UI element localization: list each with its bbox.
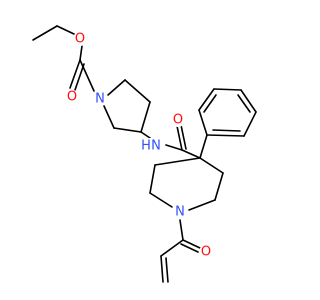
bond-pip-c6-cq [154, 157, 201, 166]
bond-pyr-n-c2 [107, 79, 126, 96]
bond-nh-amide-c [165, 144, 183, 151]
bond-carbamate-c-n [79, 59, 95, 92]
bond-pyr-c4-c5 [113, 127, 142, 133]
bond-acryl-c-o-double-b [180, 243, 199, 253]
atom-oxygen-amide: O [171, 113, 185, 128]
bond-pip-n-c5 [149, 192, 173, 208]
bond-ph-inner-b [237, 94, 251, 113]
bond-ph-inner-c [212, 129, 241, 132]
bond-pip-c3-n [188, 199, 216, 211]
atom-label-n-piperidine: N [175, 205, 185, 220]
atom-oxygen-carbamate: O [65, 90, 79, 105]
atom-oxygen-acryloyl: O [199, 245, 213, 260]
bond-acryl-c-o-double-a [182, 239, 201, 249]
bond-ph-2-3 [198, 88, 215, 111]
bond-carbamate-c-o-double-a [69, 59, 81, 89]
bond-ph-inner-a [203, 94, 217, 113]
bond-vinyl-double-a [160, 255, 164, 283]
atom-label-n-amide: N [151, 139, 161, 154]
bond-ph-5-6 [243, 111, 257, 137]
bond-acryl-c-ch [160, 239, 184, 257]
bond-vinyl-double-b [165, 257, 169, 283]
atom-label-o-acryloyl: O [201, 245, 211, 260]
bond-ph-1-2 [198, 109, 208, 136]
bond-cq-ph [199, 134, 208, 159]
atom-label-o-ester: O [75, 32, 85, 47]
bond-amide-c-o-double-b [180, 124, 187, 150]
atom-oxygen-ester: O [73, 32, 87, 47]
bond-o-carbamate-c [79, 45, 83, 61]
molecule-structure: O O N N H O N O [32, 25, 257, 283]
bond-amide-c-o-double-a [176, 125, 183, 151]
bond-ph-6-1 [206, 134, 245, 137]
atom-labels: O O N N H O N O [65, 32, 213, 260]
bonds [32, 25, 257, 283]
atom-label-o-carbamate: O [67, 90, 77, 105]
atom-label-h-amide: H [141, 139, 151, 154]
bond-pyr-c2-c3 [124, 79, 151, 103]
bond-ph-3-4 [213, 88, 242, 91]
bond-pip-n-acryl-c [179, 219, 184, 241]
atom-label-o-amide: O [173, 113, 183, 128]
bond-amide-c-cq [181, 149, 201, 159]
atom-nitrogen-piperidine: N [173, 205, 187, 220]
atom-label-n-pyrrolidine: N [95, 92, 105, 107]
bond-ethyl-ch2-o [56, 25, 75, 35]
bond-pyr-c5-n [103, 105, 115, 129]
atom-nitrogen-amide: N H [141, 138, 162, 154]
bond-carbamate-c-o-double-b [74, 63, 85, 91]
bond-pip-c2-c3 [214, 172, 224, 201]
bond-pip-cq-c2 [199, 157, 224, 174]
bond-ph-4-5 [240, 89, 257, 113]
bond-pip-c5-c6 [149, 164, 156, 194]
atom-nitrogen-pyrrolidine: N [93, 92, 107, 107]
bond-ethyl-ch3-ch2 [32, 25, 58, 41]
bond-pyr-c3-c4 [140, 101, 151, 133]
